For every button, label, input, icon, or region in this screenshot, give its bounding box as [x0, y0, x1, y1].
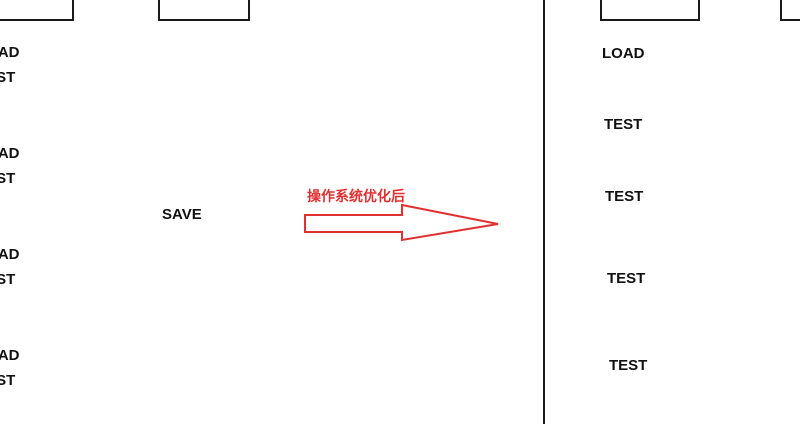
left-load-label-2: LOAD	[0, 145, 20, 162]
arrow-shape	[304, 203, 499, 242]
arrow-caption: 操作系统优化后	[307, 189, 405, 205]
save-label: SAVE	[162, 206, 202, 223]
left-test-label-3: TEST	[0, 271, 16, 288]
left-load-label-1: LOAD	[0, 44, 20, 61]
left-top-box-1	[0, 0, 74, 21]
left-test-label-4: TEST	[0, 372, 16, 389]
right-top-box-1	[600, 0, 700, 21]
left-test-label-2: TEST	[0, 170, 16, 187]
left-load-label-3: LOAD	[0, 246, 20, 263]
right-test-label-2: TEST	[605, 188, 644, 205]
right-test-label-3: TEST	[607, 270, 646, 287]
left-test-label-1: TEST	[0, 69, 16, 86]
right-test-label-1: TEST	[604, 116, 643, 133]
right-top-box-2	[780, 0, 800, 21]
right-test-label-4: TEST	[609, 357, 648, 374]
panel-divider	[543, 0, 545, 424]
right-load-label: LOAD	[602, 45, 645, 62]
left-top-box-2	[158, 0, 250, 21]
left-load-label-4: LOAD	[0, 347, 20, 364]
